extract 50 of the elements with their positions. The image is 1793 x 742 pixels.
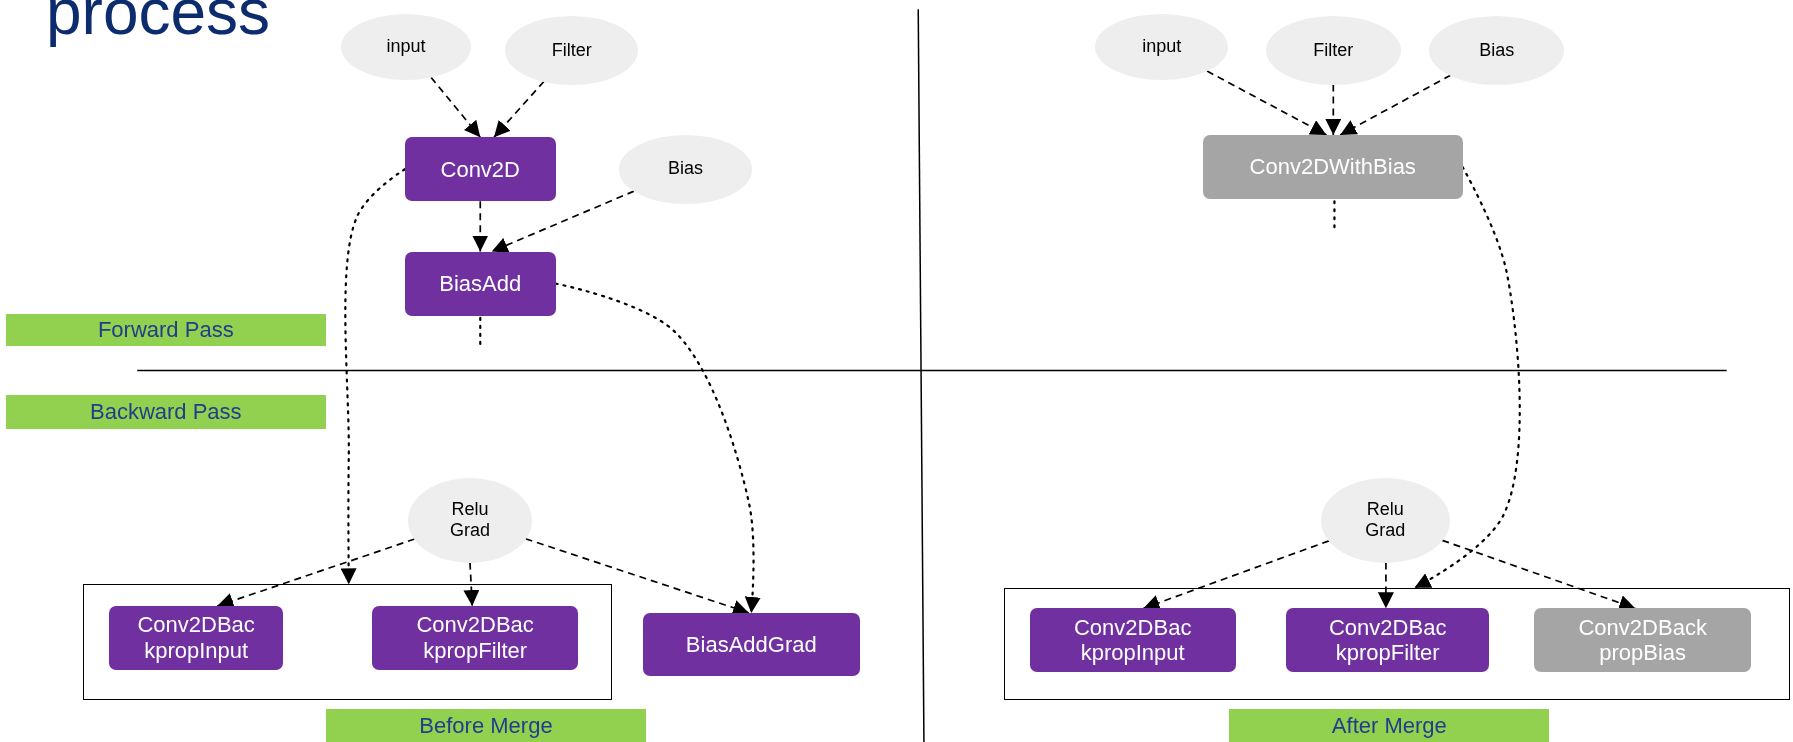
node-label: Filter [551, 39, 592, 62]
group-box [1004, 587, 1790, 700]
fused-op-box [1202, 134, 1463, 199]
node-label: Filter [1313, 39, 1354, 62]
stub-line [1333, 200, 1336, 230]
arrow [1377, 561, 1394, 610]
op-label: Conv2D [440, 156, 520, 182]
node-label: Relu Grad [1364, 498, 1407, 542]
arrow [1413, 165, 1521, 589]
band-label: After Merge [1331, 712, 1447, 739]
op-box [1285, 607, 1490, 672]
arrow [1325, 83, 1342, 136]
group-box [83, 584, 612, 700]
op-label: Conv2DBac kpropInput [1073, 614, 1193, 666]
stub-line [479, 316, 482, 348]
label-band [5, 394, 326, 429]
op-label: Conv2DBac kpropFilter [415, 612, 535, 663]
arrow [554, 282, 761, 614]
op-box [642, 612, 860, 676]
arrow [463, 561, 480, 607]
node-label: input [1142, 36, 1182, 58]
label-band [325, 708, 647, 742]
op-label: Conv2DBac kpropInput [136, 612, 256, 663]
node-label: Bias [1479, 39, 1515, 62]
node-label: Bias [668, 158, 703, 180]
fused-op-box [1534, 607, 1752, 672]
op-label: Conv2DWithBias [1249, 154, 1416, 180]
arrow [493, 80, 545, 139]
op-label: Conv2DBac kpropFilter [1328, 614, 1448, 666]
band-label: Forward Pass [97, 317, 234, 344]
arrow [1206, 70, 1328, 136]
op-box [1029, 607, 1236, 672]
op-box [372, 605, 579, 670]
arrow [490, 190, 635, 253]
arrow [430, 76, 482, 139]
op-box [404, 251, 556, 316]
label-band [1229, 708, 1550, 742]
op-box [109, 605, 284, 670]
op-label: BiasAddGrad [685, 631, 817, 657]
label-band [5, 314, 326, 347]
band-label: Before Merge [419, 712, 553, 739]
arrow [340, 168, 406, 586]
arrow [472, 200, 489, 253]
op-label: Conv2DBack propBias [1577, 614, 1708, 666]
op-label: BiasAdd [439, 270, 522, 297]
band-label: Backward Pass [89, 398, 242, 425]
op-box [404, 137, 556, 202]
node-label: Relu Grad [448, 498, 491, 542]
arrow [1339, 74, 1452, 136]
node-label: input [386, 36, 426, 58]
